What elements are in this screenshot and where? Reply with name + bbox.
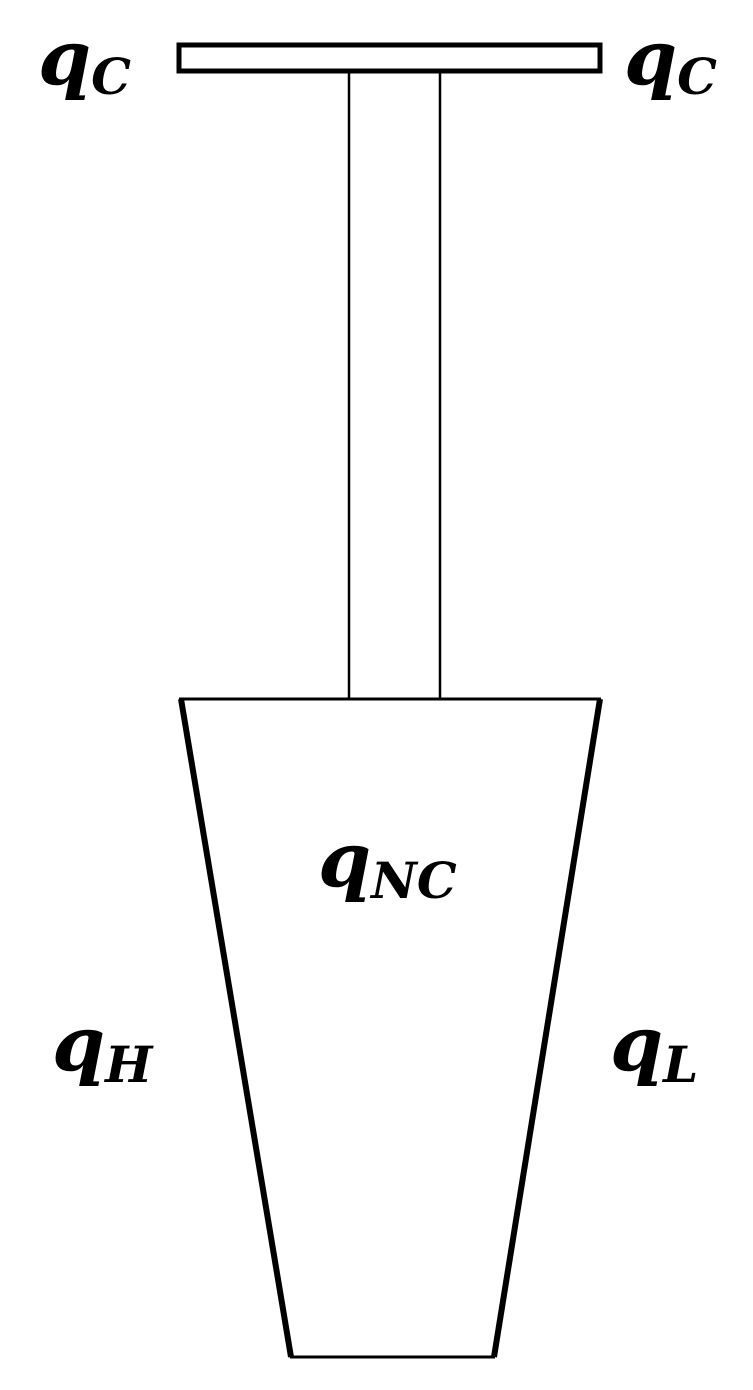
label-left-subscript: H [103,1035,154,1094]
label-center: qNC [318,815,457,910]
label-top-right-symbol: q [624,13,677,102]
label-right: qL [610,999,698,1094]
trapezoid-right-wall [491,698,603,1358]
label-right-symbol: q [610,999,663,1088]
label-left: qH [52,999,154,1094]
trapezoid-left-wall [178,698,294,1358]
label-top-right: qC [624,13,717,106]
label-top-right-subscript: C [677,47,717,106]
label-center-subscript: NC [369,851,457,910]
label-left-symbol: q [52,999,105,1088]
label-center-symbol: q [318,815,371,904]
label-top-left-subscript: C [91,47,131,106]
top-plate [176,42,603,74]
label-top-left: qC [38,13,131,106]
label-top-left-symbol: q [38,13,91,102]
label-right-subscript: L [661,1035,698,1094]
